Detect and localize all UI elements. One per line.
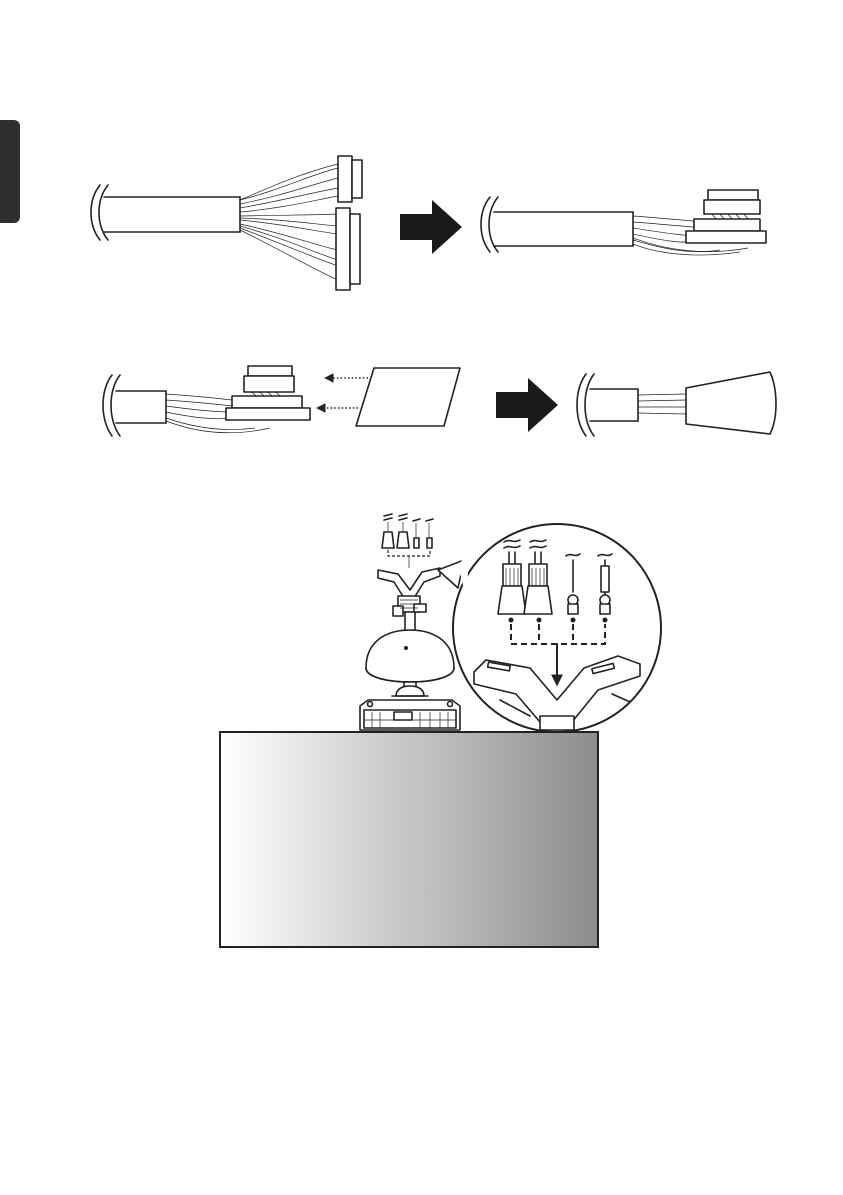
ceiling-cover	[366, 630, 454, 696]
arrow-right-icon	[496, 378, 558, 432]
magnifier-callout	[438, 524, 661, 732]
figure-step2-wrap-sheet	[103, 366, 776, 436]
arrow-right-icon	[400, 200, 462, 254]
cable-wrapped-right	[577, 372, 776, 436]
cable-left-unbundled	[91, 156, 362, 290]
figure-step3-ceiling-mount	[220, 514, 661, 947]
figure-step1-cable-connectors	[91, 156, 766, 290]
cable-bundled-left	[103, 366, 310, 436]
protective-sheet	[356, 368, 460, 426]
mount-plate	[360, 700, 460, 730]
mount-bracket-small	[378, 568, 440, 598]
cable-right-bundled	[481, 190, 766, 255]
small-connectors	[382, 514, 433, 568]
display-screen	[220, 732, 598, 947]
